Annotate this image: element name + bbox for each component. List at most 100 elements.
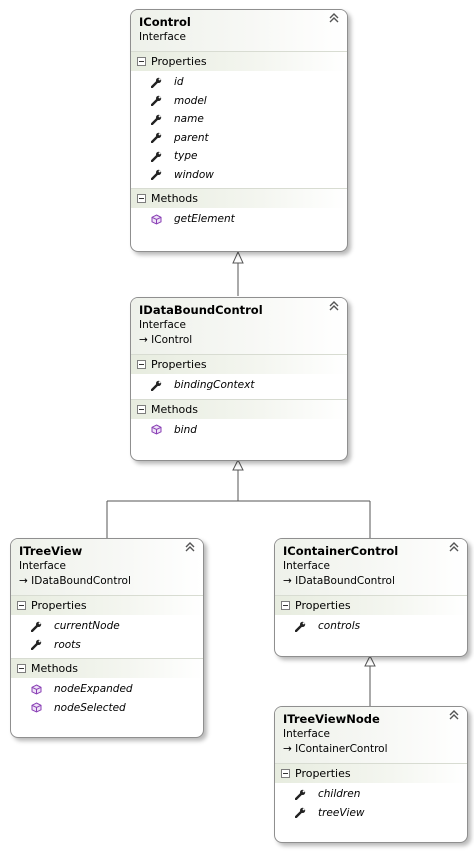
wrench-icon	[31, 640, 42, 651]
minus-box-icon[interactable]	[137, 194, 146, 203]
method-item[interactable]: bind	[131, 421, 347, 440]
method-item[interactable]: getElement	[131, 210, 347, 229]
section-label: Methods	[151, 402, 198, 416]
methods-list: bind	[131, 419, 347, 444]
class-stereotype: Interface	[139, 319, 187, 331]
base-class-name: IDataBoundControl	[31, 575, 131, 587]
class-box-icontrol[interactable]: IControl Interface Properties id model n…	[130, 9, 348, 252]
properties-list: bindingContext	[131, 374, 347, 399]
minus-box-icon[interactable]	[281, 601, 290, 610]
properties-list: controls	[275, 615, 467, 640]
property-item[interactable]: parent	[131, 129, 347, 148]
class-header: ITreeView Interface → IDataBoundControl	[11, 539, 203, 595]
property-item[interactable]: treeView	[275, 804, 467, 823]
property-item[interactable]: id	[131, 73, 347, 92]
properties-section-header[interactable]: Properties	[131, 51, 347, 71]
class-box-itreeview[interactable]: ITreeView Interface → IDataBoundControl …	[10, 538, 204, 738]
property-item[interactable]: type	[131, 147, 347, 166]
properties-section-header[interactable]: Properties	[275, 595, 467, 615]
class-box-icontainercontrol[interactable]: IContainerControl Interface → IDataBound…	[274, 538, 468, 657]
cube-icon	[151, 424, 162, 435]
class-header: ITreeViewNode Interface → IContainerCont…	[275, 707, 467, 763]
class-stereotype: Interface	[283, 728, 331, 740]
wrench-icon	[151, 77, 162, 88]
double-chevron-up-icon[interactable]	[449, 710, 459, 723]
minus-box-icon[interactable]	[137, 57, 146, 66]
properties-list: id model name parent type window	[131, 71, 347, 188]
cube-icon	[151, 214, 162, 225]
class-stereotype: Interface	[283, 560, 331, 572]
wrench-icon	[31, 621, 42, 632]
class-stereotype: Interface	[139, 31, 187, 43]
properties-section-header[interactable]: Properties	[275, 763, 467, 783]
class-name: ITreeView	[19, 544, 83, 558]
class-stereotype: Interface	[19, 560, 67, 572]
wrench-icon	[151, 133, 162, 144]
minus-box-icon[interactable]	[17, 601, 26, 610]
wrench-icon	[295, 621, 306, 632]
class-box-itreeviewnode[interactable]: ITreeViewNode Interface → IContainerCont…	[274, 706, 468, 843]
property-item[interactable]: model	[131, 92, 347, 111]
class-header: IDataBoundControl Interface → IControl	[131, 298, 347, 354]
properties-section-header[interactable]: Properties	[11, 595, 203, 615]
section-label: Properties	[151, 55, 207, 68]
class-name: ITreeViewNode	[283, 712, 380, 726]
property-item[interactable]: children	[275, 785, 467, 804]
base-class-name: IControl	[151, 334, 193, 346]
methods-section-header[interactable]: Methods	[11, 658, 203, 678]
double-chevron-up-icon[interactable]	[449, 542, 459, 555]
cube-icon	[31, 684, 42, 695]
methods-list: getElement	[131, 208, 347, 233]
class-header: IContainerControl Interface → IDataBound…	[275, 539, 467, 595]
methods-section-header[interactable]: Methods	[131, 398, 347, 419]
wrench-icon	[151, 151, 162, 162]
cube-icon	[31, 702, 42, 713]
minus-box-icon[interactable]	[137, 360, 146, 369]
property-item[interactable]: currentNode	[11, 617, 203, 636]
minus-box-icon[interactable]	[137, 404, 146, 414]
inherits-line: → IControl	[139, 333, 339, 348]
class-name: IDataBoundControl	[139, 303, 263, 317]
wrench-icon	[151, 170, 162, 181]
inherits-line: → IContainerControl	[283, 742, 459, 757]
double-chevron-up-icon[interactable]	[329, 301, 339, 314]
properties-section-header[interactable]: Properties	[131, 354, 347, 374]
inherit-arrowhead	[232, 458, 244, 471]
method-item[interactable]: nodeExpanded	[11, 680, 203, 699]
wrench-icon	[295, 808, 306, 819]
methods-list: nodeExpanded nodeSelected	[11, 678, 203, 721]
inherit-arrowhead	[364, 654, 376, 667]
property-item[interactable]: roots	[11, 636, 203, 655]
method-item[interactable]: nodeSelected	[11, 699, 203, 718]
property-item[interactable]: bindingContext	[131, 376, 347, 395]
section-label: Properties	[295, 599, 351, 612]
section-label: Methods	[151, 192, 198, 205]
minus-box-icon[interactable]	[17, 664, 26, 673]
wrench-icon	[151, 96, 162, 107]
class-header: IControl Interface	[131, 10, 347, 51]
property-item[interactable]: name	[131, 110, 347, 129]
class-box-idataboundcontrol[interactable]: IDataBoundControl Interface → IControl P…	[130, 297, 348, 461]
inherit-arrow-icon: →	[139, 334, 148, 346]
section-label: Properties	[295, 767, 351, 780]
properties-list: currentNode roots	[11, 615, 203, 658]
methods-section-header[interactable]: Methods	[131, 188, 347, 208]
inherits-line: → IDataBoundControl	[283, 574, 459, 589]
double-chevron-up-icon[interactable]	[329, 13, 339, 26]
section-label: Methods	[31, 662, 78, 675]
wrench-icon	[295, 789, 306, 800]
class-name: IContainerControl	[283, 544, 399, 558]
property-item[interactable]: controls	[275, 617, 467, 636]
double-chevron-up-icon[interactable]	[185, 542, 195, 555]
wrench-icon	[151, 380, 162, 391]
inherit-arrow-icon: →	[283, 743, 292, 755]
minus-box-icon[interactable]	[281, 769, 290, 778]
base-class-name: IDataBoundControl	[295, 575, 395, 587]
class-name: IControl	[139, 15, 191, 29]
inherit-arrowhead	[232, 250, 244, 264]
properties-list: children treeView	[275, 783, 467, 826]
section-label: Properties	[31, 599, 87, 612]
property-item[interactable]: window	[131, 166, 347, 185]
inherits-line: → IDataBoundControl	[19, 574, 195, 589]
